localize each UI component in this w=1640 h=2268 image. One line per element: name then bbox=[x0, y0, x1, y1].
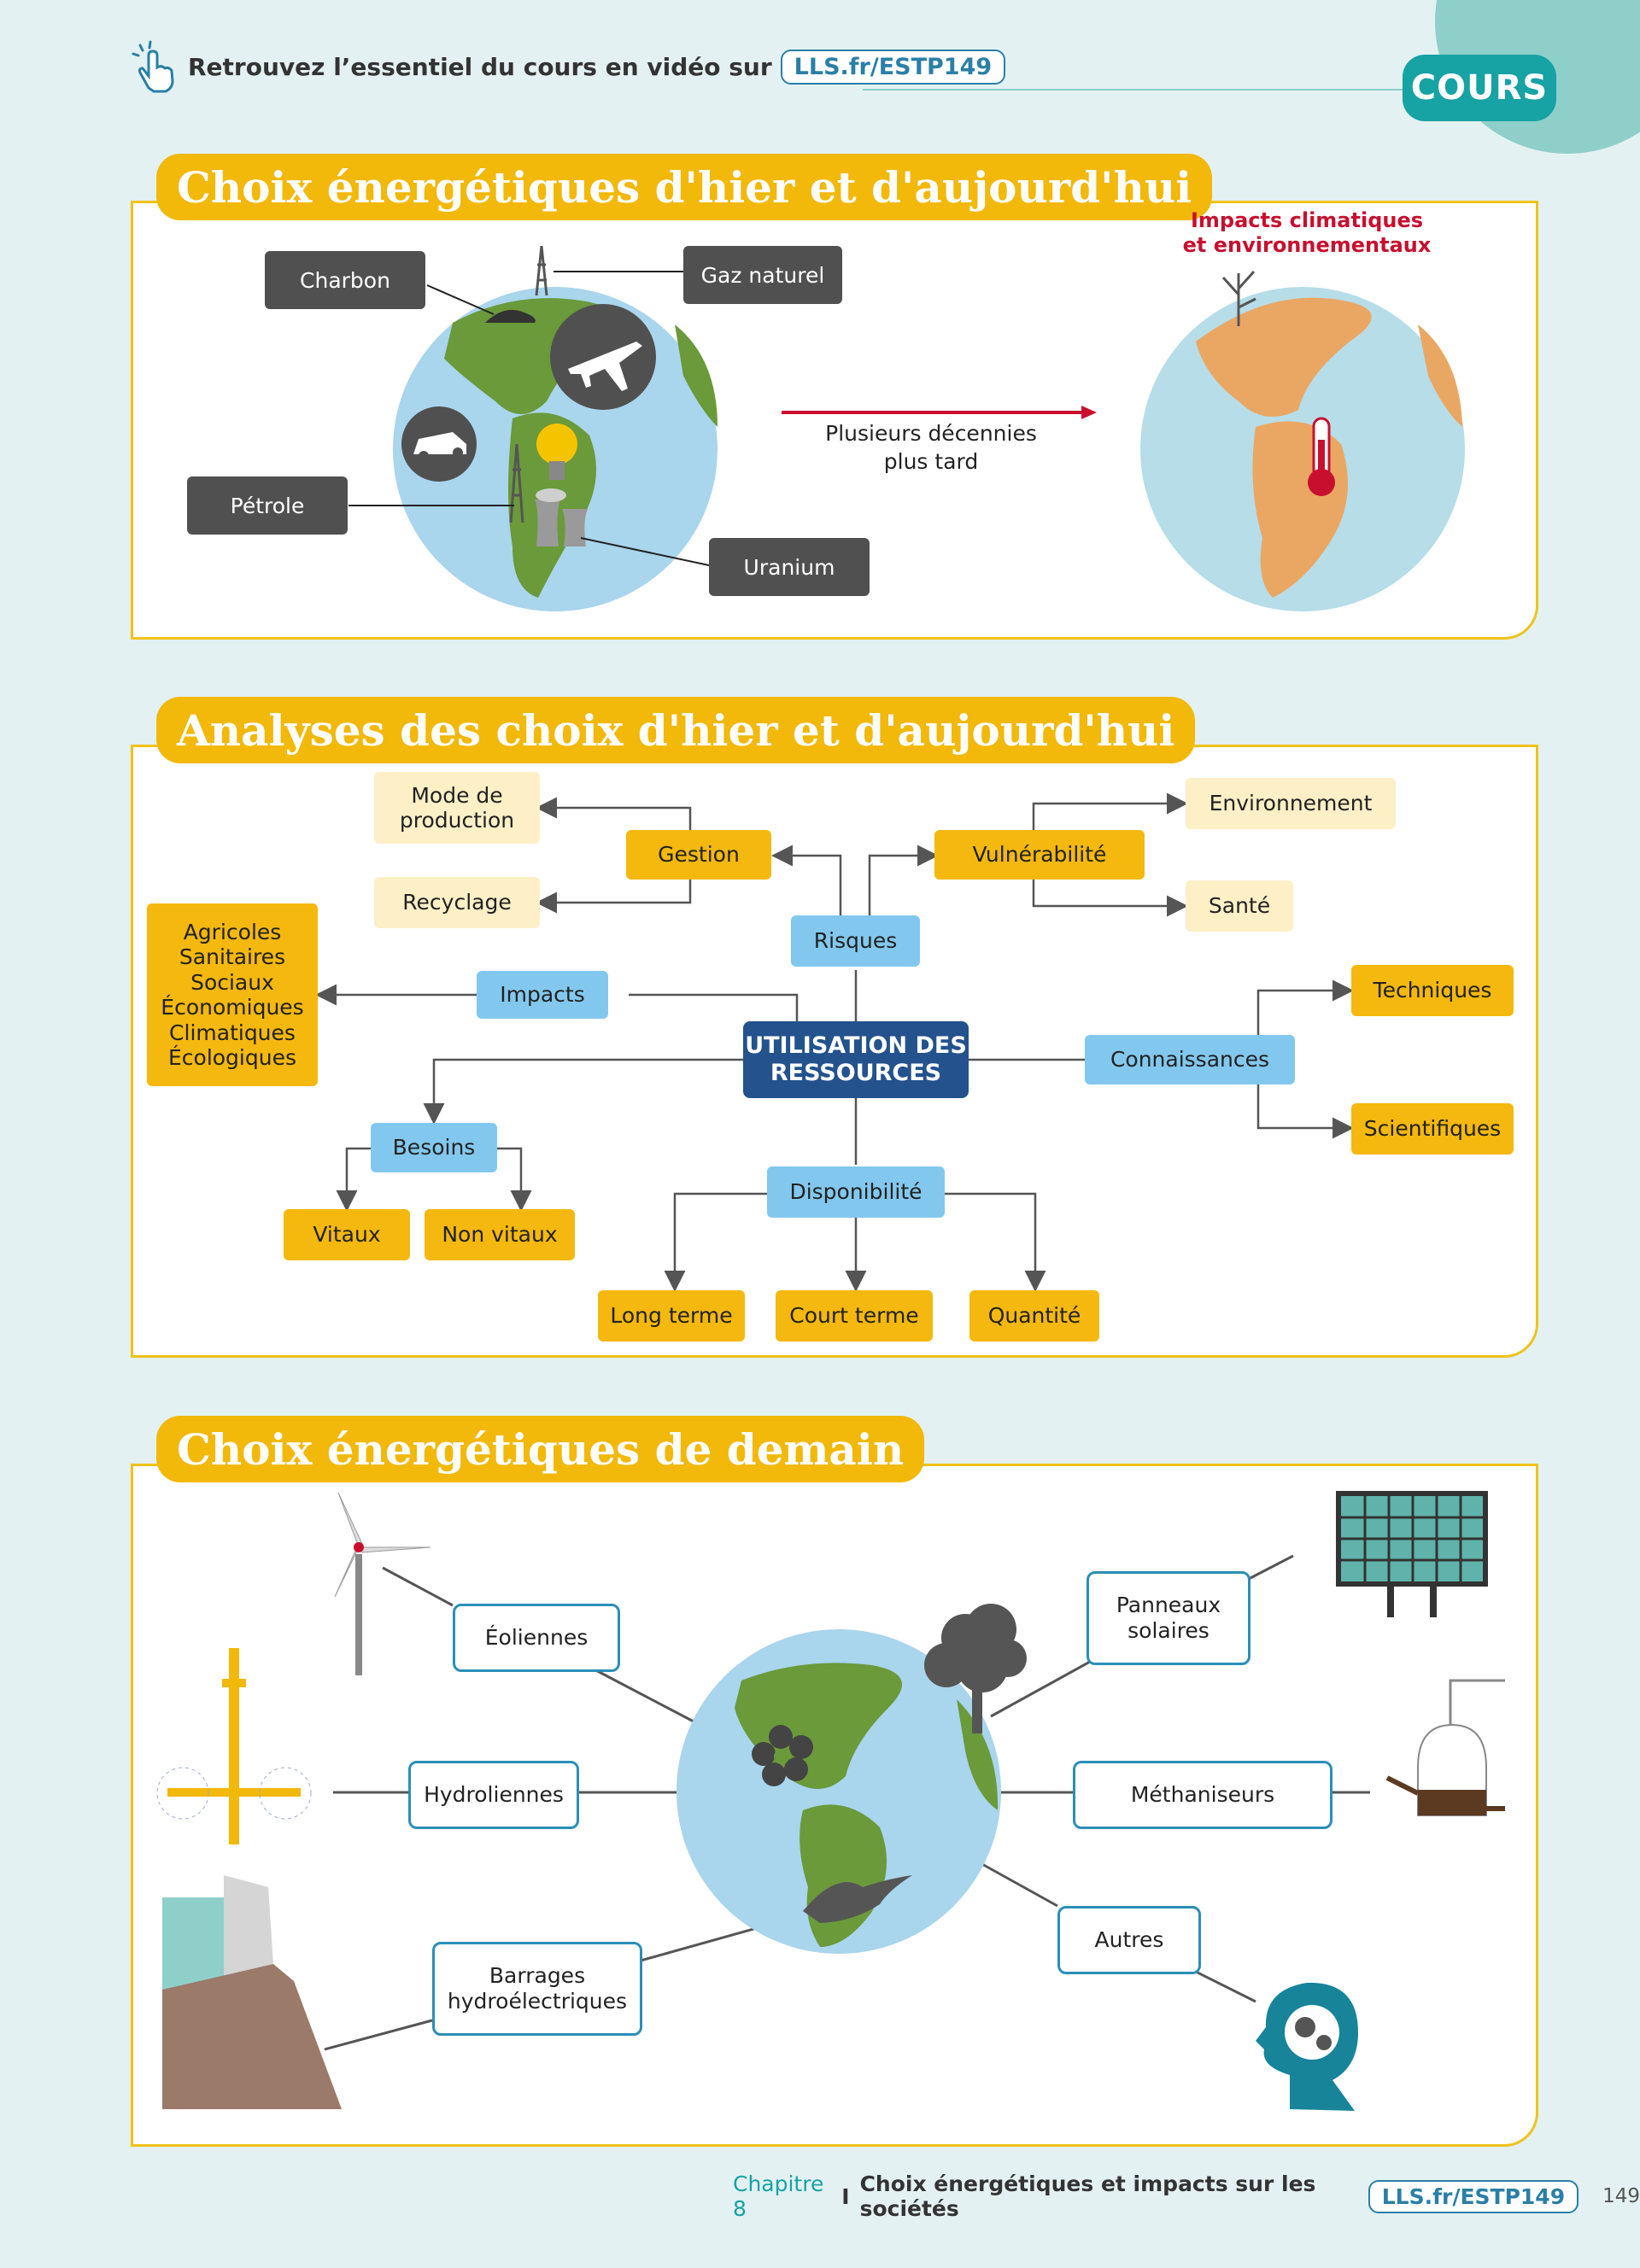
label-uranium: Uranium bbox=[709, 538, 870, 596]
node-non-vitaux: Non vitaux bbox=[425, 1209, 575, 1260]
node-autres: Autres bbox=[1057, 1906, 1201, 1974]
center-node: UTILISATION DES RESSOURCES bbox=[743, 1021, 969, 1098]
cours-badge: COURS bbox=[1403, 55, 1556, 121]
header-rule bbox=[863, 89, 1409, 91]
node-eoliennes: Éoliennes bbox=[453, 1604, 620, 1672]
page-number: 149 bbox=[1602, 2185, 1640, 2207]
section2-title: Analyses des choix d'hier et d'aujourd'h… bbox=[156, 697, 1196, 763]
node-vulnerabilite: Vulnérabilité bbox=[934, 830, 1145, 880]
node-besoins: Besoins bbox=[371, 1123, 497, 1172]
impacts-caption: Impacts climatiques et environnementaux bbox=[1182, 208, 1432, 258]
header-link[interactable]: LLS.fr/ESTP149 bbox=[780, 49, 1006, 85]
node-connaissances: Connaissances bbox=[1085, 1035, 1295, 1084]
node-vitaux: Vitaux bbox=[284, 1209, 410, 1260]
node-impacts-list: Agricoles Sanitaires Sociaux Économiques… bbox=[147, 903, 318, 1086]
section1-title: Choix énergétiques d'hier et d'aujourd'h… bbox=[156, 154, 1213, 220]
node-sante: Santé bbox=[1186, 880, 1293, 932]
footer-separator: I bbox=[841, 2183, 850, 2209]
node-risques: Risques bbox=[791, 915, 920, 967]
node-techniques: Techniques bbox=[1351, 965, 1514, 1016]
node-impacts: Impacts bbox=[477, 971, 608, 1019]
section3-title: Choix énergétiques de demain bbox=[156, 1416, 925, 1482]
node-gestion: Gestion bbox=[626, 830, 771, 880]
footer-link[interactable]: LLS.fr/ESTP149 bbox=[1368, 2179, 1579, 2213]
node-hydroliennes: Hydroliennes bbox=[408, 1761, 579, 1829]
label-charbon: Charbon bbox=[265, 251, 425, 309]
node-disponibilite: Disponibilité bbox=[767, 1166, 945, 1218]
header-text: Retrouvez l’essentiel du cours en vidéo … bbox=[188, 52, 772, 81]
node-scientifiques: Scientifiques bbox=[1351, 1103, 1514, 1154]
footer: Chapitre 8 I Choix énergétiques et impac… bbox=[733, 2172, 1640, 2221]
footer-chapter: Chapitre 8 bbox=[733, 2172, 824, 2221]
label-gaz-naturel: Gaz naturel bbox=[683, 246, 842, 304]
label-petrole: Pétrole bbox=[187, 476, 348, 535]
node-mode-production: Mode de production bbox=[374, 772, 540, 844]
node-methaniseurs: Méthaniseurs bbox=[1073, 1761, 1332, 1829]
node-quantite: Quantité bbox=[969, 1290, 1099, 1342]
node-court-terme: Court terme bbox=[776, 1290, 933, 1342]
node-environnement: Environnement bbox=[1186, 778, 1396, 829]
time-caption: Plusieurs décennies plus tard bbox=[825, 421, 1037, 474]
tap-hand-icon bbox=[132, 40, 174, 93]
header-video-line: Retrouvez l’essentiel du cours en vidéo … bbox=[128, 40, 1006, 93]
node-panneaux-solaires: Panneaux solaires bbox=[1086, 1571, 1250, 1665]
node-long-terme: Long terme bbox=[598, 1290, 745, 1342]
node-recyclage: Recyclage bbox=[374, 877, 540, 928]
footer-title: Choix énergétiques et impacts sur les so… bbox=[859, 2172, 1316, 2221]
node-barrages: Barrages hydroélectriques bbox=[432, 1942, 642, 2036]
